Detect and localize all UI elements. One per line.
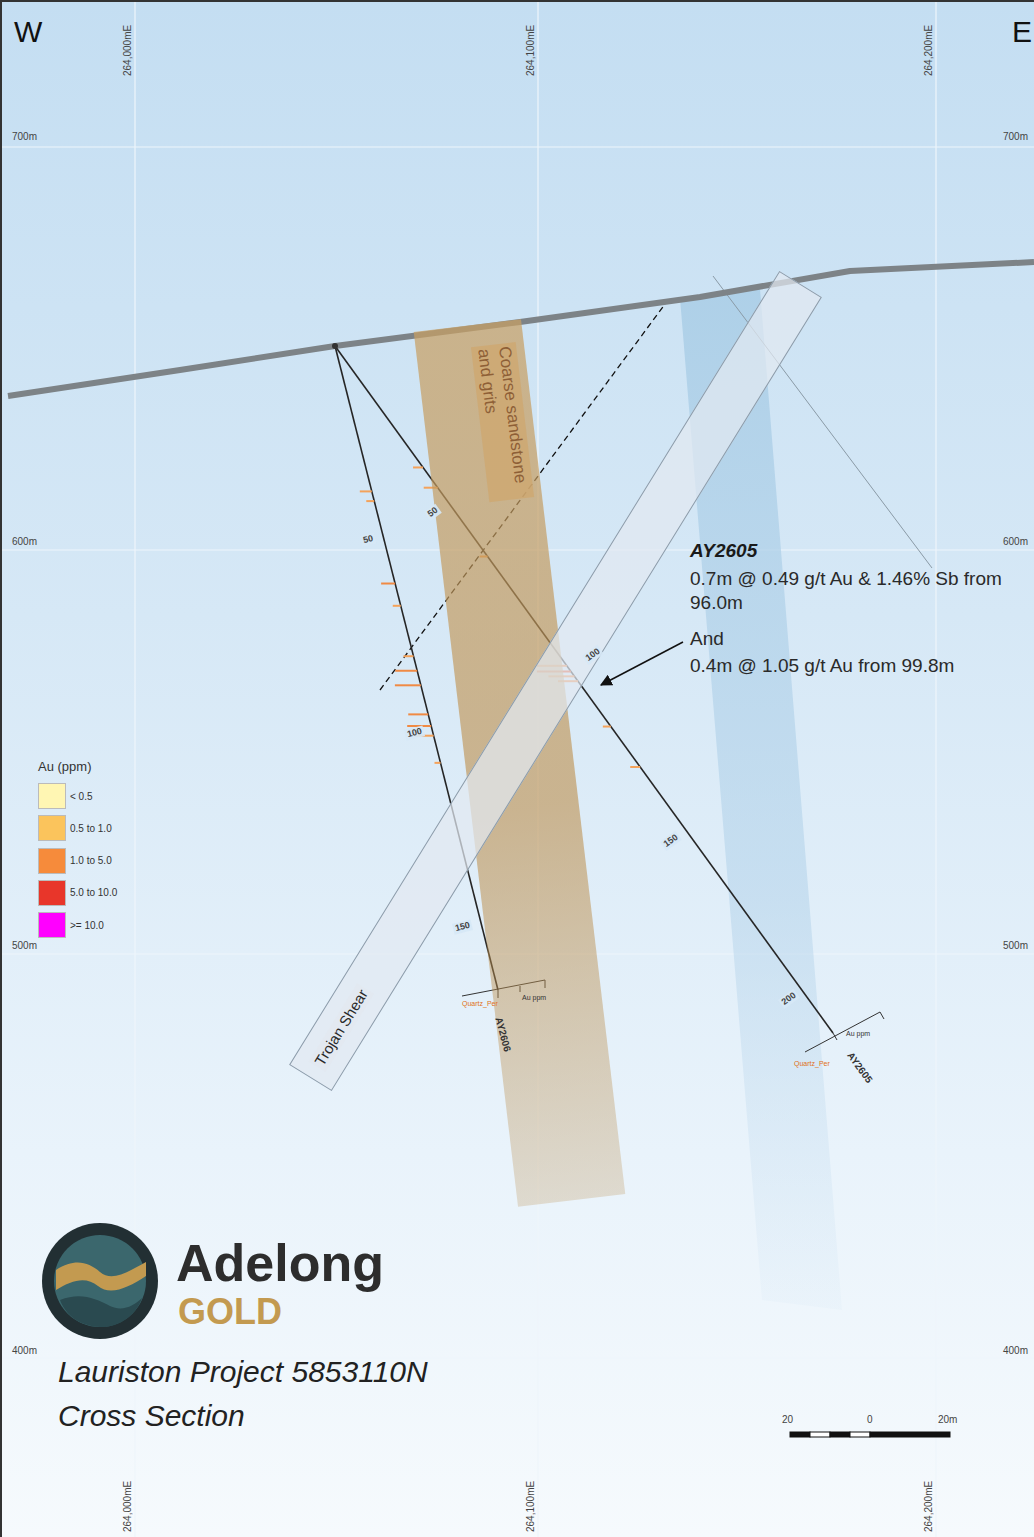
company-logo [42,1223,158,1339]
log-column-label: Au ppm [846,1030,870,1038]
easting-label: 264,000mE [122,1481,134,1532]
assay-bar [603,726,611,728]
easting-label: 264,200mE [923,25,935,76]
legend-text: 5.0 to 10.0 [70,887,117,898]
assay-bar [381,583,395,585]
logo-wordmark: GOLD [178,1290,282,1333]
elevation-label: 600m [1003,536,1028,548]
log-column-label: Au ppm [522,994,546,1002]
assay-bar [360,490,372,492]
depth-label: 50 [360,533,376,547]
assay-bar [408,713,428,715]
depth-label: 150 [452,919,473,934]
assay-result: 0.7m @ 0.49 g/t Au & 1.46% Sb from 96.0m [690,567,1020,615]
compass-label: W [14,14,42,50]
assay-result: 0.4m @ 1.05 g/t Au from 99.8m [690,655,954,678]
hole-end-bracket [805,1012,884,1052]
scale-label: 20 [782,1414,793,1426]
hole-name: AY2605 [844,1050,874,1086]
callout-title: AY2605 [690,540,757,563]
elevation-label: 700m [1003,131,1028,143]
easting-label: 264,000mE [122,25,134,76]
assay-bar [395,684,421,686]
legend-text: >= 10.0 [70,920,104,931]
legend-swatch [38,848,66,874]
assay-result: And [690,628,724,651]
legend-swatch [38,880,66,906]
logo-wordmark: Adelong [176,1232,384,1294]
band-label: Trojan Shear [308,983,374,1072]
section-title: Lauriston Project 5853110N Cross Section [58,1350,428,1438]
assay-bar [395,670,417,672]
compass-label: E [1012,14,1032,50]
easting-label: 264,100mE [525,25,537,76]
legend-entry: 1.0 to 5.0 [38,848,112,874]
scale-label: 0 [867,1414,873,1426]
band-label: Coarse sandstone and grits [471,341,534,501]
easting-label: 264,200mE [923,1481,935,1532]
scale-label: 20m [938,1414,957,1426]
legend-title: Au (ppm) [38,759,91,775]
callout-arrow [601,642,683,685]
elevation-label: 600m [12,536,37,548]
legend-entry: 0.5 to 1.0 [38,815,112,841]
easting-label: 264,100mE [525,1481,537,1532]
legend-swatch [38,912,66,938]
assay-bar [393,605,401,607]
elevation-label: 500m [12,940,37,952]
assay-bar [435,762,441,764]
scale-bar [790,1432,950,1437]
elevation-label: 700m [12,131,37,143]
legend-entry: >= 10.0 [38,912,104,938]
legend-entry: 5.0 to 10.0 [38,880,117,906]
assay-bar [404,655,414,657]
section-trace-line [713,276,932,568]
depth-label: 150 [660,831,682,851]
assay-bar [366,500,374,502]
log-column-label: Quartz_Per [462,1000,498,1008]
depth-label: 100 [404,725,425,740]
legend-swatch [38,815,66,841]
elevation-label: 400m [1003,1345,1028,1357]
legend-text: 1.0 to 5.0 [70,855,112,866]
log-column-label: Quartz_Per [794,1060,830,1068]
elevation-label: 400m [12,1345,37,1357]
legend-text: 0.5 to 1.0 [70,823,112,834]
assay-bar [630,766,640,768]
collar-dot [332,343,338,349]
elevation-label: 500m [1003,940,1028,952]
legend-swatch [38,783,66,809]
legend-text: < 0.5 [70,791,93,802]
assay-bar [413,466,423,468]
legend-entry: < 0.5 [38,783,93,809]
